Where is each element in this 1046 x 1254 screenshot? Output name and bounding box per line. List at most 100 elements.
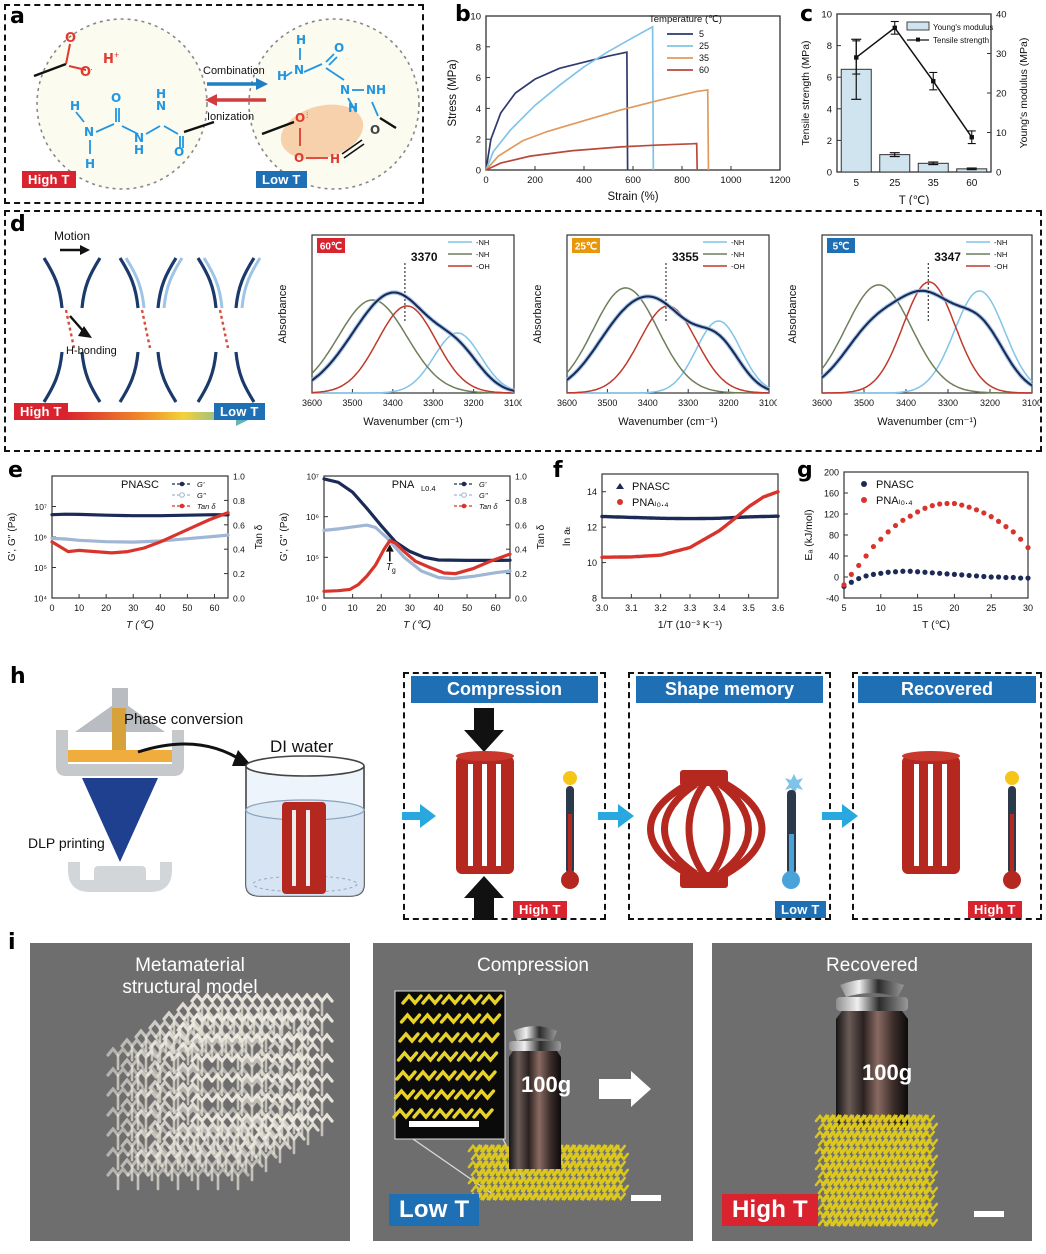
svg-text:O: O (174, 145, 184, 159)
panel-letter-d: d (10, 212, 26, 237)
svg-text:0: 0 (834, 573, 839, 583)
svg-text:H: H (103, 52, 114, 67)
svg-text:3.5: 3.5 (742, 603, 755, 613)
svg-text:H: H (156, 87, 166, 101)
svg-text:14: 14 (587, 487, 597, 497)
svg-text:30: 30 (405, 603, 415, 613)
panel-h-recovered-temp-tag: High T (968, 901, 1022, 919)
svg-text:Stress (MPa): Stress (MPa) (447, 59, 459, 126)
svg-text:0.6: 0.6 (233, 520, 245, 530)
svg-text:3370: 3370 (411, 250, 438, 264)
svg-text:H: H (85, 157, 95, 171)
panel-h-step-compression-title: Compression (411, 676, 598, 703)
svg-text:0.2: 0.2 (515, 569, 527, 579)
svg-text:25℃: 25℃ (575, 242, 597, 253)
panel-h-step-shape-memory (628, 672, 831, 920)
svg-text:2: 2 (476, 135, 481, 146)
panel-d-low-t-tag: Low T (214, 403, 265, 421)
svg-text:3600: 3600 (302, 398, 322, 408)
svg-text:H: H (296, 33, 306, 47)
panel-d-hbond-schematic: Motion H-bonding (42, 229, 262, 426)
svg-text:60: 60 (491, 603, 501, 613)
svg-text:3400: 3400 (896, 398, 916, 408)
svg-text:0.8: 0.8 (515, 496, 527, 506)
svg-text:10: 10 (996, 128, 1007, 139)
svg-text:Absorbance: Absorbance (532, 285, 544, 344)
svg-text:Ionization: Ionization (207, 111, 254, 123)
panel-h-step-compression (403, 672, 606, 920)
svg-text:160: 160 (824, 489, 839, 499)
svg-text:5: 5 (841, 603, 846, 613)
svg-text:3500: 3500 (342, 398, 362, 408)
svg-text:6: 6 (476, 73, 481, 84)
svg-text:3100: 3100 (504, 398, 522, 408)
panel-h-printing-schematic: DLP printing Phase conversion DI water (28, 688, 365, 897)
panel-a-low-t-tag: Low T (256, 171, 307, 189)
panel-letter-h: h (10, 664, 26, 689)
svg-text:30: 30 (996, 49, 1007, 60)
svg-text:3600: 3600 (812, 398, 832, 408)
svg-text:20: 20 (996, 89, 1007, 100)
svg-text:3300: 3300 (938, 398, 958, 408)
svg-text:G', G'' (Pa): G', G'' (Pa) (279, 513, 290, 562)
svg-text:H: H (330, 152, 340, 166)
panel-h-step-recovered-title: Recovered (858, 676, 1036, 703)
svg-text:-40: -40 (826, 594, 839, 604)
svg-text:Temperature (℃): Temperature (℃) (649, 14, 722, 25)
svg-text:Tan δ: Tan δ (479, 502, 498, 511)
svg-text:10⁷: 10⁷ (34, 502, 47, 512)
svg-text:8: 8 (592, 594, 597, 604)
svg-text:3300: 3300 (423, 398, 443, 408)
svg-text:Tan δ: Tan δ (536, 524, 547, 549)
svg-text:3400: 3400 (638, 398, 658, 408)
svg-text:1.0: 1.0 (233, 472, 245, 482)
svg-text:O: O (294, 151, 304, 165)
svg-text:35: 35 (928, 178, 940, 189)
svg-text:T (℃): T (℃) (403, 619, 431, 631)
metamaterial-title-line1: Metamaterial (135, 955, 245, 976)
svg-text:-NH: -NH (476, 250, 489, 259)
svg-text:10⁴: 10⁴ (34, 594, 47, 604)
svg-text:0: 0 (483, 175, 488, 186)
svg-text:PNASC: PNASC (876, 479, 914, 491)
panel-i-card-model (30, 943, 350, 1241)
svg-text:-OH: -OH (476, 262, 490, 271)
svg-text:3400: 3400 (383, 398, 403, 408)
svg-text:T (℃): T (℃) (922, 619, 950, 631)
panel-i-card-recovered-title: Recovered (826, 955, 918, 976)
svg-text:10: 10 (470, 12, 481, 23)
svg-text:O: O (295, 111, 305, 125)
svg-text:H: H (277, 69, 287, 83)
svg-text:60℃: 60℃ (320, 242, 342, 253)
svg-text:3.4: 3.4 (713, 603, 726, 613)
panel-i-card-compression (373, 943, 693, 1241)
svg-text:PNAₗ₀.₄: PNAₗ₀.₄ (632, 497, 669, 509)
svg-text:20: 20 (101, 603, 111, 613)
svg-text:PNA: PNA (392, 479, 415, 491)
svg-text:20: 20 (376, 603, 386, 613)
svg-text:3500: 3500 (854, 398, 874, 408)
svg-text:60: 60 (966, 178, 978, 189)
svg-text:5: 5 (699, 29, 704, 39)
svg-text:10⁶: 10⁶ (34, 533, 47, 543)
svg-text:Tensile strength (MPa): Tensile strength (MPa) (800, 40, 812, 145)
svg-text:10: 10 (587, 558, 597, 568)
svg-text:3200: 3200 (719, 398, 739, 408)
panel-i-card-model-title: Metamaterial structural model (30, 955, 350, 999)
svg-text:1200: 1200 (769, 175, 790, 186)
svg-text:PNASC: PNASC (121, 479, 159, 491)
svg-text:40: 40 (433, 603, 443, 613)
svg-text:0.2: 0.2 (233, 569, 245, 579)
svg-text:N: N (156, 99, 166, 113)
svg-text:5℃: 5℃ (833, 242, 850, 253)
panel-h-step-shape-memory-title: Shape memory (636, 676, 823, 703)
panel-a-border (4, 4, 424, 204)
compression-photo (392, 990, 661, 1202)
svg-text:-OH: -OH (994, 262, 1008, 271)
svg-text:Absorbance: Absorbance (787, 285, 799, 344)
svg-text:-NH: -NH (731, 250, 744, 259)
svg-text:3100: 3100 (1022, 398, 1040, 408)
